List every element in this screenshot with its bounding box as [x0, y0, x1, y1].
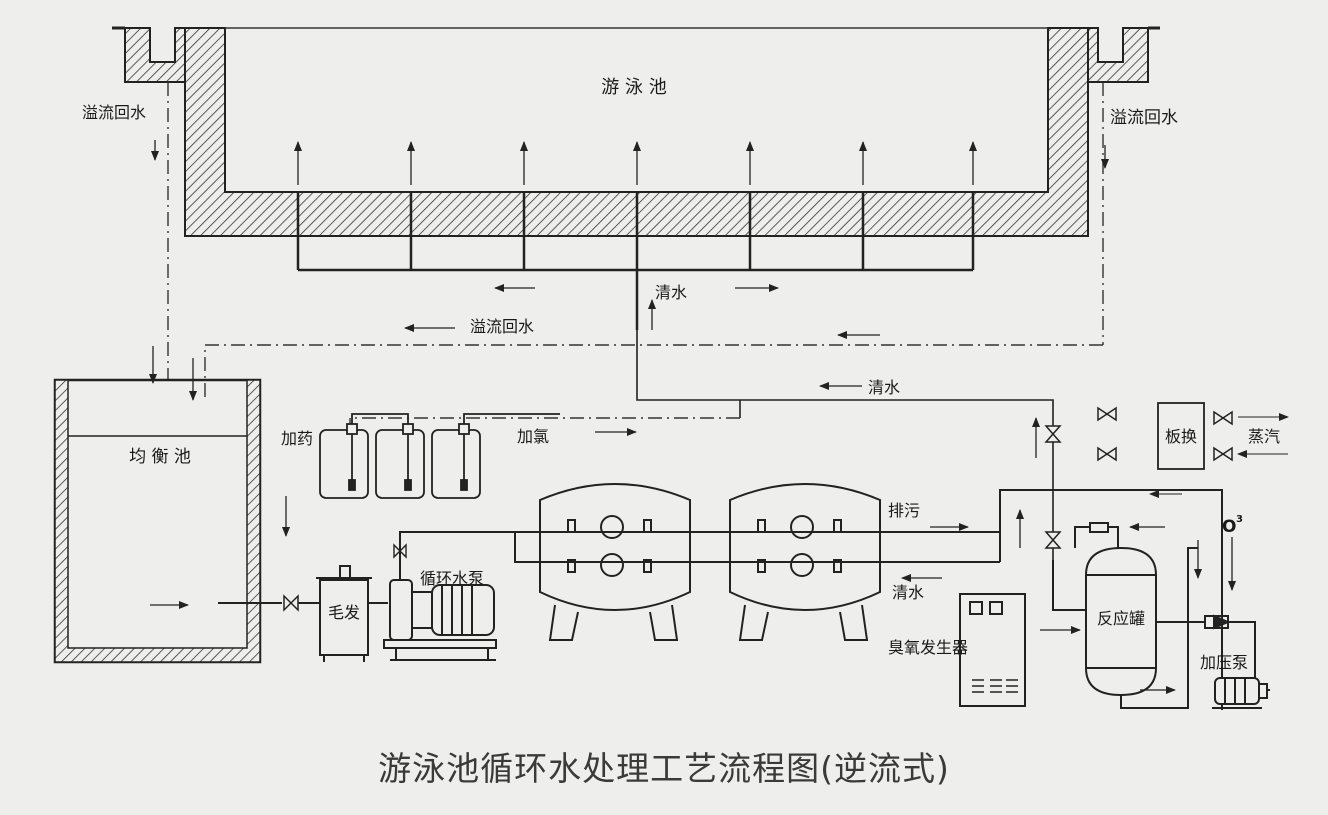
- heat-exchanger-label: 板换: [1165, 427, 1197, 446]
- sand-filter-2: [729, 483, 881, 641]
- pump-label: 循环水泵: [420, 569, 484, 588]
- pool-inlet-pipes: [296, 192, 975, 330]
- heat-exchanger: [1157, 402, 1205, 470]
- overflow-return-right-label: 溢流回水: [1110, 108, 1178, 128]
- overflow-return-mid-label: 溢流回水: [470, 317, 534, 336]
- valves: [1044, 406, 1233, 549]
- drain-label: 排污: [888, 501, 920, 520]
- hair-filter: [316, 565, 372, 662]
- clean-water-line: [636, 330, 1054, 560]
- chlorine-label: 加氯: [517, 427, 549, 446]
- hair-filter-label: 毛发: [328, 603, 360, 622]
- clean-water-top-label: 清水: [655, 283, 687, 302]
- clean-out-label: 清水: [892, 583, 924, 602]
- balance-tank: [53, 378, 290, 664]
- steam-label: 蒸汽: [1248, 427, 1280, 446]
- pool-label: 游 泳 池: [601, 77, 666, 98]
- ozone-generator-label: 臭氧发生器: [888, 638, 968, 657]
- ozone-generator: [959, 593, 1026, 707]
- diagram-caption: 游泳池循环水处理工艺流程图(逆流式): [378, 749, 950, 788]
- overflow-return-left-label: 溢流回水: [82, 103, 146, 122]
- ozone-subscript-label: 3: [1236, 514, 1243, 525]
- pool-inlet-arrows: [294, 141, 977, 185]
- flow-arrows-right: [1016, 413, 1289, 694]
- dosing-tanks: [319, 413, 560, 499]
- balance-tank-label: 均 衡 池: [129, 447, 191, 467]
- circulation-piping: [218, 489, 1223, 710]
- booster-pump-label: 加压泵: [1200, 653, 1248, 672]
- clean-water-mid-label: 清水: [868, 378, 900, 397]
- reactor-label: 反应罐: [1097, 609, 1145, 628]
- dosing-label: 加药: [281, 429, 313, 448]
- sand-filter-1: [539, 483, 691, 641]
- overflow-return-lines: [167, 82, 1104, 428]
- circulation-pump: [383, 543, 497, 661]
- booster-pump: [1212, 677, 1268, 709]
- ozone-label: O: [1222, 517, 1236, 537]
- clean-water-arrows-top: [494, 284, 779, 330]
- reactor-tank: [1052, 522, 1270, 709]
